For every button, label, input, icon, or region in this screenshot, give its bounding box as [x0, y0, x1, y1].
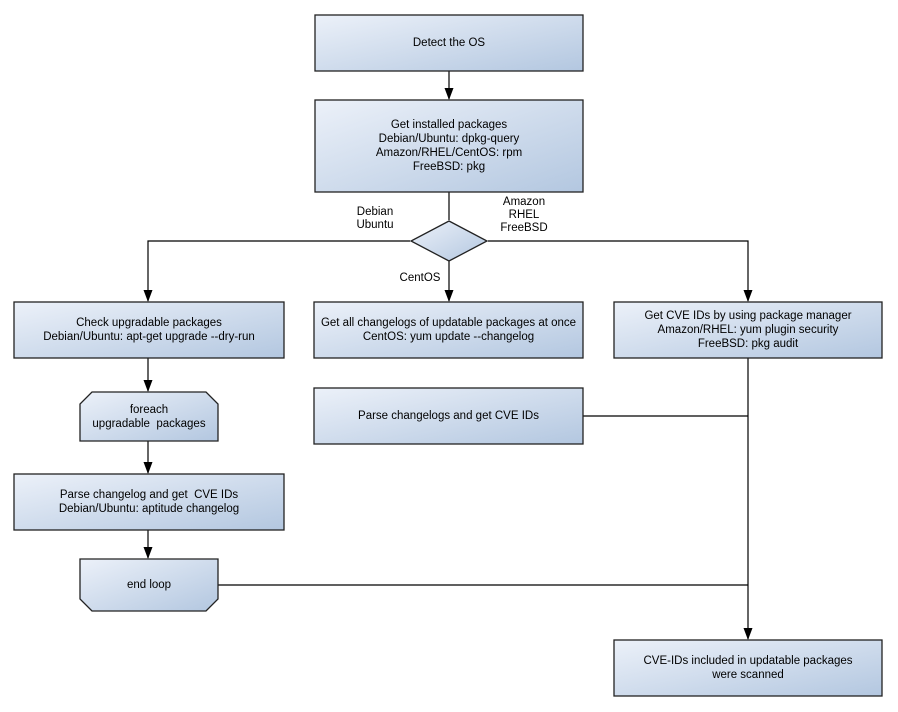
node-cve-ids-scanned-shape	[613, 639, 883, 697]
node-parse-changelog-debian-shape	[13, 473, 285, 531]
node-get-installed-shape	[314, 99, 584, 193]
edge-label-debian-ubuntu: Debian Ubuntu	[356, 206, 394, 231]
node-check-upgradable-shape	[13, 301, 285, 359]
node-os-decision-shape	[409, 220, 489, 262]
node-parse-changelogs-centos-shape	[313, 387, 584, 445]
edge-decision-to-check-upgradable	[143, 240, 410, 302]
node-get-all-changelogs-shape	[313, 301, 584, 359]
node-foreach-loop-shape	[79, 391, 219, 442]
node-get-cve-ids-shape	[613, 301, 883, 359]
edge-label-amazon-rhel-freebsd: Amazon RHEL FreeBSD	[500, 196, 548, 234]
node-detect-os-shape	[314, 14, 584, 72]
edge-label-centos: CentOS	[399, 272, 441, 284]
node-end-loop-shape	[79, 558, 219, 612]
edge-decision-to-get-cve-ids	[488, 240, 753, 302]
